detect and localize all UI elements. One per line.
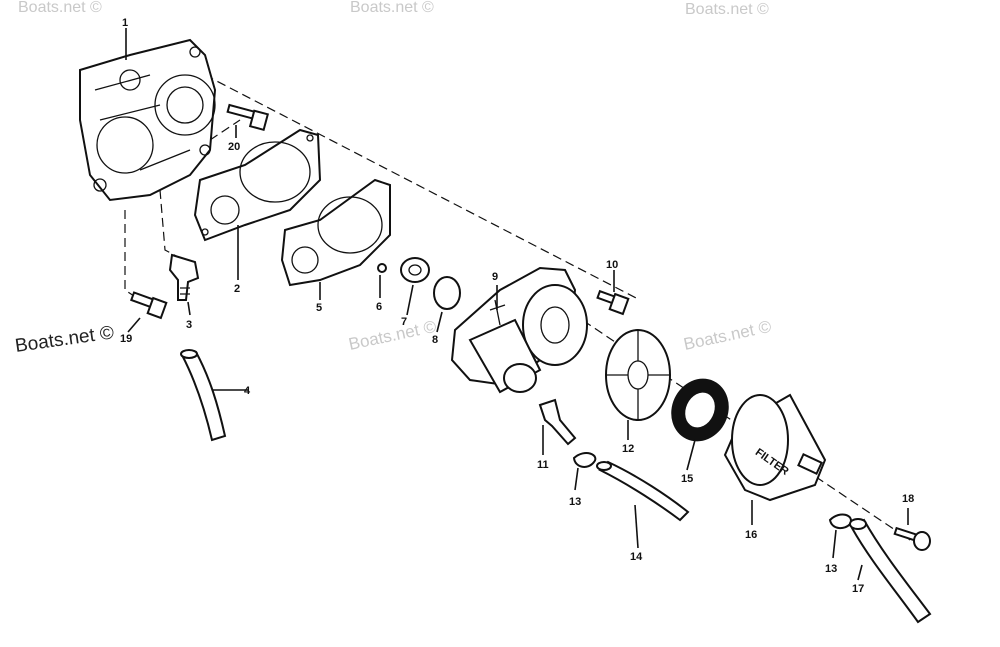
part-19-screw [130,291,168,320]
leader-8 [436,311,443,333]
callout-2: 2 [234,283,240,295]
part-13-clamp-a [572,452,597,468]
callout-11: 11 [537,459,549,471]
callout-17: 17 [852,583,864,595]
callout-20: 20 [228,141,240,153]
watermark-top-right: Boats.net © [685,1,769,18]
callout-12: 12 [622,443,634,455]
callout-10: 10 [606,259,618,271]
part-3-elbow-fitting [168,253,200,301]
watermark-top-center: Boats.net © [350,0,434,16]
watermark-right: Boats.net © [682,317,774,354]
callout-13-b: 13 [825,563,837,575]
callout-8: 8 [432,334,438,346]
part-15-gasket [671,378,729,442]
leader-3 [187,301,191,316]
axis-line-main [204,74,641,301]
watermark-top-left: Boats.net © [18,0,102,16]
leader-14 [634,504,639,549]
callout-3: 3 [186,319,192,331]
callout-5: 5 [316,302,322,314]
part-10-bolt [596,289,630,316]
leader-13-b [832,529,837,559]
axis-line-20 [209,119,241,141]
part-20-bolt [226,103,270,132]
callout-16: 16 [745,529,757,541]
callout-7: 7 [401,316,407,328]
leader-17 [857,564,863,581]
callout-15: 15 [681,473,693,485]
part-17-hose [849,518,932,624]
part-13-clamp-b [828,513,852,530]
part-4-hose [180,349,227,442]
callout-4: 4 [244,385,251,397]
axis-line-19 [124,210,141,301]
part-1-pump-body [79,38,217,202]
part-2-gasket [193,128,322,242]
callout-9: 9 [492,271,498,283]
part-11-fitting [538,398,577,446]
leader-13-a [574,467,579,491]
callout-14: 14 [630,551,643,563]
part-9-pump-housing [450,266,588,394]
part-12-filter-screen [605,329,671,421]
leader-15 [686,439,696,471]
watermark-center: Boats.net © [347,317,439,354]
leader-19 [127,317,141,333]
watermark-left: Boats.net © [14,322,116,357]
callout-19: 19 [120,333,132,345]
leader-7 [406,284,414,316]
part-7-check-valve [400,257,430,283]
part-6-screw [377,263,387,273]
part-5-gasket [280,178,391,287]
callout-1: 1 [122,17,128,29]
callout-6: 6 [376,301,382,313]
axis-line-3 [159,189,181,259]
part-14-hose [596,460,690,522]
part-16-filter-bowl: FILTER [723,393,827,502]
part-8-o-ring [433,276,461,310]
callout-18: 18 [902,493,914,505]
callout-13-a: 13 [569,496,581,508]
part-18-screw [893,526,931,551]
